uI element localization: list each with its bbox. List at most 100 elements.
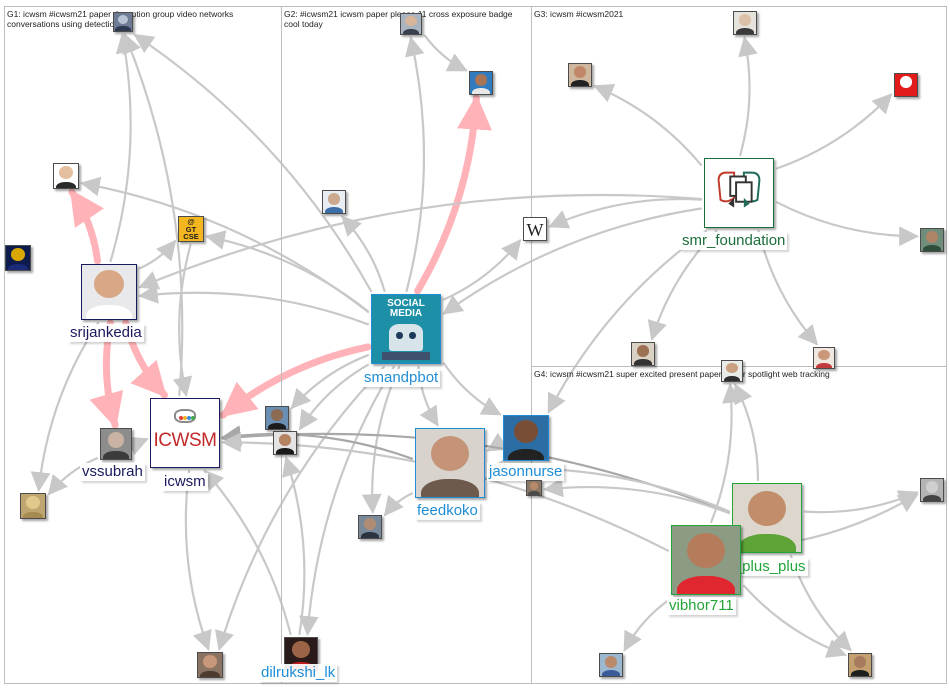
edge-dilrukshi_lk-to-g2-b	[282, 456, 306, 636]
edge-smr_foundation-to-g3-right	[775, 201, 919, 247]
torso-shape	[922, 245, 942, 251]
social-media-bot-logo[interactable]: SOCIAL MEDIA	[371, 294, 441, 364]
profile-photo-icon[interactable]	[631, 342, 655, 366]
node-label-smandpbot: smandpbot	[362, 369, 441, 387]
torso-shape	[421, 479, 479, 497]
edge-smandpbot-to-g1-topcenter	[133, 33, 373, 293]
profile-badge-icon[interactable]	[5, 245, 31, 271]
icwsm-logo-text: ICWSM	[153, 430, 217, 452]
color-dot-icon	[191, 415, 196, 420]
face-shape	[405, 16, 417, 27]
person-photo-icon[interactable]	[81, 264, 137, 320]
edge-srijankedia-to-gtcse	[138, 239, 177, 270]
edge-icwsm-to-g1-bottom	[184, 469, 212, 651]
torso-shape	[402, 28, 420, 34]
profile-photo-icon[interactable]	[400, 13, 422, 35]
face-shape	[59, 166, 73, 179]
profile-photo-icon[interactable]	[813, 347, 835, 369]
profile-photo-icon[interactable]	[920, 478, 944, 502]
node-label-feedkoko: feedkoko	[415, 502, 480, 520]
profile-photo-icon[interactable]	[53, 163, 79, 189]
edge-smr_foundation-to-srijankedia	[138, 193, 703, 290]
profile-photo-icon[interactable]	[20, 493, 46, 519]
node-label-smr_foundation: smr_foundation	[680, 232, 788, 250]
profile-photo-icon[interactable]	[265, 406, 289, 430]
face-shape	[573, 66, 587, 78]
robot-icon	[389, 323, 423, 351]
edge-smr_foundation-to-smandpbot	[442, 207, 703, 315]
torso-shape	[633, 359, 653, 365]
node-label-dilrukshi_lk: dilrukshi_lk	[259, 664, 338, 682]
edge-gtcse-to-icwsm	[172, 243, 193, 397]
edge-smandpbot-to-g2-b	[298, 363, 370, 431]
face-shape	[899, 76, 913, 88]
torso-shape	[723, 375, 741, 381]
face-shape	[11, 248, 25, 261]
profile-photo-icon[interactable]	[526, 480, 542, 496]
smr-foundation-logo[interactable]	[704, 158, 774, 228]
profile-photo-icon[interactable]	[273, 431, 297, 455]
profile-photo-icon[interactable]	[568, 63, 592, 87]
face-shape	[93, 270, 125, 299]
profile-photo-icon[interactable]	[920, 228, 944, 252]
edge-smandpbot-to-gtcse	[205, 230, 370, 313]
face-shape	[818, 350, 830, 361]
face-shape	[686, 532, 726, 569]
color-dot-icon	[183, 415, 188, 420]
edge-smandpbot-to-g1-bottom	[214, 365, 385, 651]
person-photo-icon[interactable]	[503, 415, 549, 461]
torso-shape	[55, 181, 77, 188]
face-shape	[278, 434, 292, 446]
edge-smandpbot-to-srijankedia	[138, 284, 370, 326]
torso-shape	[601, 670, 621, 676]
torso-shape	[86, 304, 132, 319]
face-shape	[327, 193, 341, 205]
person-photo-icon[interactable]	[100, 428, 132, 460]
edge-smr_foundation-to-g3-wiki	[548, 197, 703, 229]
edge-vibhor711-to-g4-br	[742, 584, 847, 658]
face-shape	[925, 481, 939, 493]
profile-photo-icon[interactable]	[322, 190, 346, 214]
wikipedia-logo[interactable]: W	[523, 217, 547, 241]
torso-shape	[735, 28, 755, 34]
face-shape	[530, 482, 538, 490]
face-shape	[474, 74, 488, 86]
color-dot-icon	[187, 415, 192, 420]
group-label-g3: G3: icwsm #icwsm2021	[534, 9, 624, 19]
profile-photo-icon[interactable]	[848, 653, 872, 677]
group-label-g2: G2: #icwsm21 icwsm paper please 11 cross…	[284, 9, 513, 29]
group-label-g4: G4: icwsm #icwsm21 super excited present…	[534, 369, 830, 379]
icwsm-logo[interactable]: ICWSM	[150, 398, 220, 468]
person-photo-icon[interactable]	[671, 525, 741, 595]
profile-photo-icon[interactable]	[197, 652, 223, 678]
face-shape	[117, 14, 129, 25]
profile-photo-icon[interactable]	[721, 360, 743, 382]
profile-photo-icon[interactable]	[358, 515, 382, 539]
profile-photo-icon[interactable]	[469, 71, 493, 95]
face-shape	[513, 420, 539, 444]
profile-photo-icon[interactable]	[599, 653, 623, 677]
edge-vibhor711-to-g4-top	[710, 383, 742, 524]
torso-shape	[103, 451, 129, 459]
edge-smr_foundation-to-g3-left	[593, 83, 703, 166]
face-shape	[292, 641, 310, 658]
profile-badge-icon[interactable]	[894, 73, 918, 97]
gt-cse-logo[interactable]: @ GT CSE	[178, 216, 204, 242]
gt-cse-logo-text: @ GT CSE	[183, 217, 199, 241]
person-photo-icon[interactable]	[732, 483, 802, 553]
robot-eye-icon	[409, 331, 416, 339]
edge-vibhor711-to-g4-bl	[623, 596, 673, 652]
face-shape	[26, 496, 40, 509]
profile-photo-icon[interactable]	[113, 12, 133, 32]
torso-shape	[677, 576, 735, 594]
torso-shape	[738, 534, 796, 552]
robot-eye-icon	[396, 331, 403, 339]
face-shape	[363, 518, 377, 530]
profile-photo-icon[interactable]	[733, 11, 757, 35]
speech-bubble-icon	[174, 408, 196, 424]
group-box-g1: G1: icwsm #icwsm21 paper deception group…	[4, 6, 282, 684]
torso-shape	[115, 26, 131, 31]
person-photo-icon[interactable]	[415, 428, 485, 498]
face-shape	[853, 656, 867, 668]
